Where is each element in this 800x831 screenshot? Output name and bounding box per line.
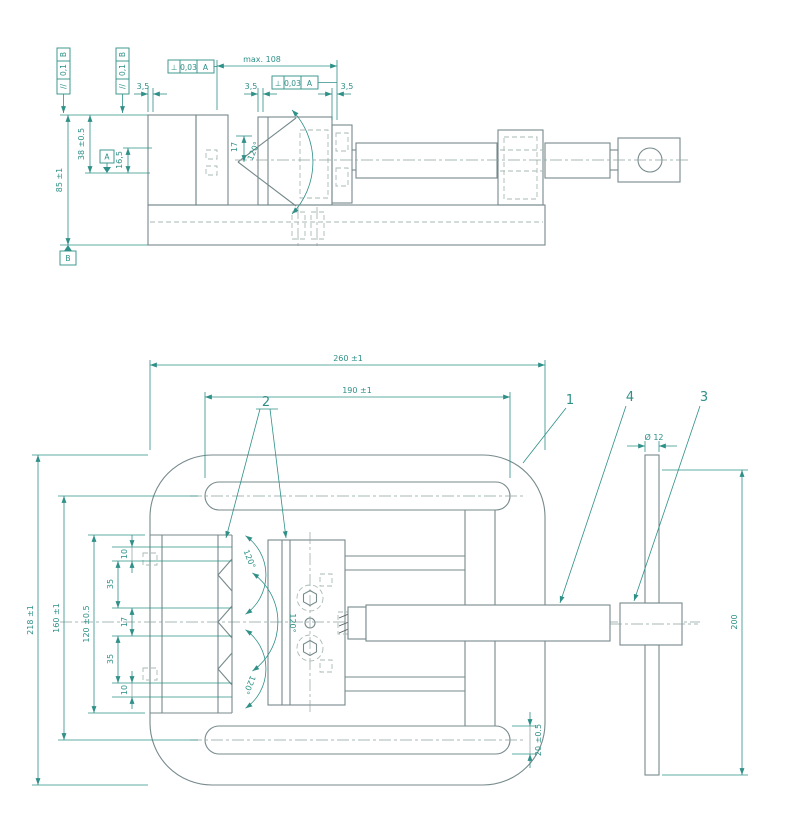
dim-plate-offset-left: 3,5 — [137, 82, 150, 91]
dim-max-opening: max. 108 — [243, 55, 281, 64]
jaw-screw-bottom — [296, 634, 324, 662]
gdt-parallel-left-datum: B — [59, 52, 68, 57]
dim-handle-length: 200 — [730, 614, 739, 629]
base-outline — [147, 204, 546, 246]
gdt-perp-upper-symbol: ⊥ — [171, 63, 178, 72]
fixed-jaw — [147, 114, 197, 206]
dim-overall-width: 218 ±1 — [26, 605, 35, 635]
dim-handle-diameter: Ø 12 — [644, 432, 663, 442]
gdt-parallel-right-symbol: // — [118, 84, 127, 90]
datum-b-frame — [59, 250, 77, 266]
rear-bracket — [497, 129, 544, 206]
dim-vee-angle-middle: 120° — [288, 613, 297, 632]
dim-chain-5: 10 — [120, 685, 129, 695]
handle-rod-lower — [644, 644, 660, 776]
gdt-perp-upper-tol: 0,03 — [180, 63, 197, 72]
dim-overall-length: 260 ±1 — [333, 354, 363, 363]
vee-groove-middle — [217, 605, 233, 639]
fixed-jaw-plate — [195, 114, 229, 206]
gdt-perp-upper-datum: A — [203, 63, 209, 72]
callout-jaw-plates: 2 — [262, 395, 270, 410]
callout-body: 1 — [566, 393, 574, 408]
side-view-gdt: B 0,1 // B 0,1 // ⊥ 0,03 A ⊥ 0,03 — [56, 47, 337, 113]
vee-arm-lower — [237, 161, 297, 207]
gdt-parallel-right-tol: 0,1 — [118, 64, 127, 76]
hex-socket-top — [302, 589, 318, 607]
dim-chain-4: 35 — [106, 654, 115, 664]
dim-jaw-plate-width: 120 ±0.5 — [82, 605, 91, 642]
handle-rod-upper — [644, 454, 660, 604]
spindle-thread-front — [355, 142, 498, 179]
gdt-perp-lower-symbol: ⊥ — [275, 79, 282, 88]
jaw-screw-top — [296, 584, 324, 612]
movable-jaw-rear-plate — [331, 124, 353, 204]
callout-handle-rod: 3 — [700, 390, 708, 405]
dim-chain-2: 35 — [106, 579, 115, 589]
dim-slot-length: 190 ±1 — [342, 386, 372, 395]
center-hole — [304, 617, 316, 629]
movable-jaw-plan — [267, 539, 346, 706]
vee-groove-top — [217, 558, 233, 592]
dim-plate-offset-right: 3,5 — [341, 82, 354, 91]
vee-groove-bottom — [217, 652, 233, 686]
gdt-parallel-left-tol: 0,1 — [59, 64, 68, 76]
dim-plate-offset-mid: 3,5 — [245, 82, 258, 91]
vee-arm-upper — [237, 117, 297, 163]
gdt-parallel-right-datum: B — [118, 52, 127, 57]
datum-a-triangle — [103, 167, 111, 173]
dim-vee-angle-top: 120° — [242, 548, 258, 569]
plan-view-geometry — [60, 454, 700, 786]
dim-vee-center-height: 16,5 — [115, 151, 124, 169]
spindle-thread-rear — [544, 142, 611, 179]
gdt-perp-lower-tol: 0,03 — [284, 79, 301, 88]
plan-view: 260 ±1 190 ±1 218 ±1 160 ±1 120 ±0.5 — [26, 354, 748, 786]
dim-vee-depth: 17 — [230, 142, 239, 152]
dim-overall-height: 85 ±1 — [55, 168, 64, 193]
hex-socket-bottom — [302, 639, 318, 657]
gdt-parallel-left-symbol: // — [59, 84, 68, 90]
datum-a-label: A — [104, 153, 110, 162]
datum-b-triangle — [64, 245, 72, 251]
dim-vee-angle: 120° — [246, 140, 262, 161]
dim-chain-1: 10 — [120, 549, 129, 559]
spindle-thread-plan — [365, 604, 611, 642]
dim-vee-angle-bottom: 120° — [242, 674, 258, 695]
side-view: 85 ±1 38 ±0.5 16,5 max. 108 3,5 3,5 3,5 — [55, 47, 690, 266]
dim-chain-3: 17 — [120, 617, 129, 627]
dim-jaw-height: 38 ±0.5 — [77, 128, 86, 160]
plan-view-dimensions: 260 ±1 190 ±1 218 ±1 160 ±1 120 ±0.5 — [26, 354, 748, 786]
side-view-dimensions: 85 ±1 38 ±0.5 16,5 max. 108 3,5 3,5 3,5 — [55, 55, 354, 266]
callout-spindle: 4 — [626, 390, 634, 405]
datum-b-label: B — [65, 254, 70, 263]
dim-slot-width: 20 ±0.5 — [534, 724, 543, 756]
handle-coupler — [619, 602, 683, 646]
plan-view-callouts: 1 2 3 4 — [225, 390, 708, 604]
side-view-geometry — [147, 114, 690, 246]
gdt-perp-lower-datum: A — [307, 79, 313, 88]
dim-slot-center-distance: 160 ±1 — [52, 603, 61, 633]
spindle-collar — [347, 606, 367, 640]
